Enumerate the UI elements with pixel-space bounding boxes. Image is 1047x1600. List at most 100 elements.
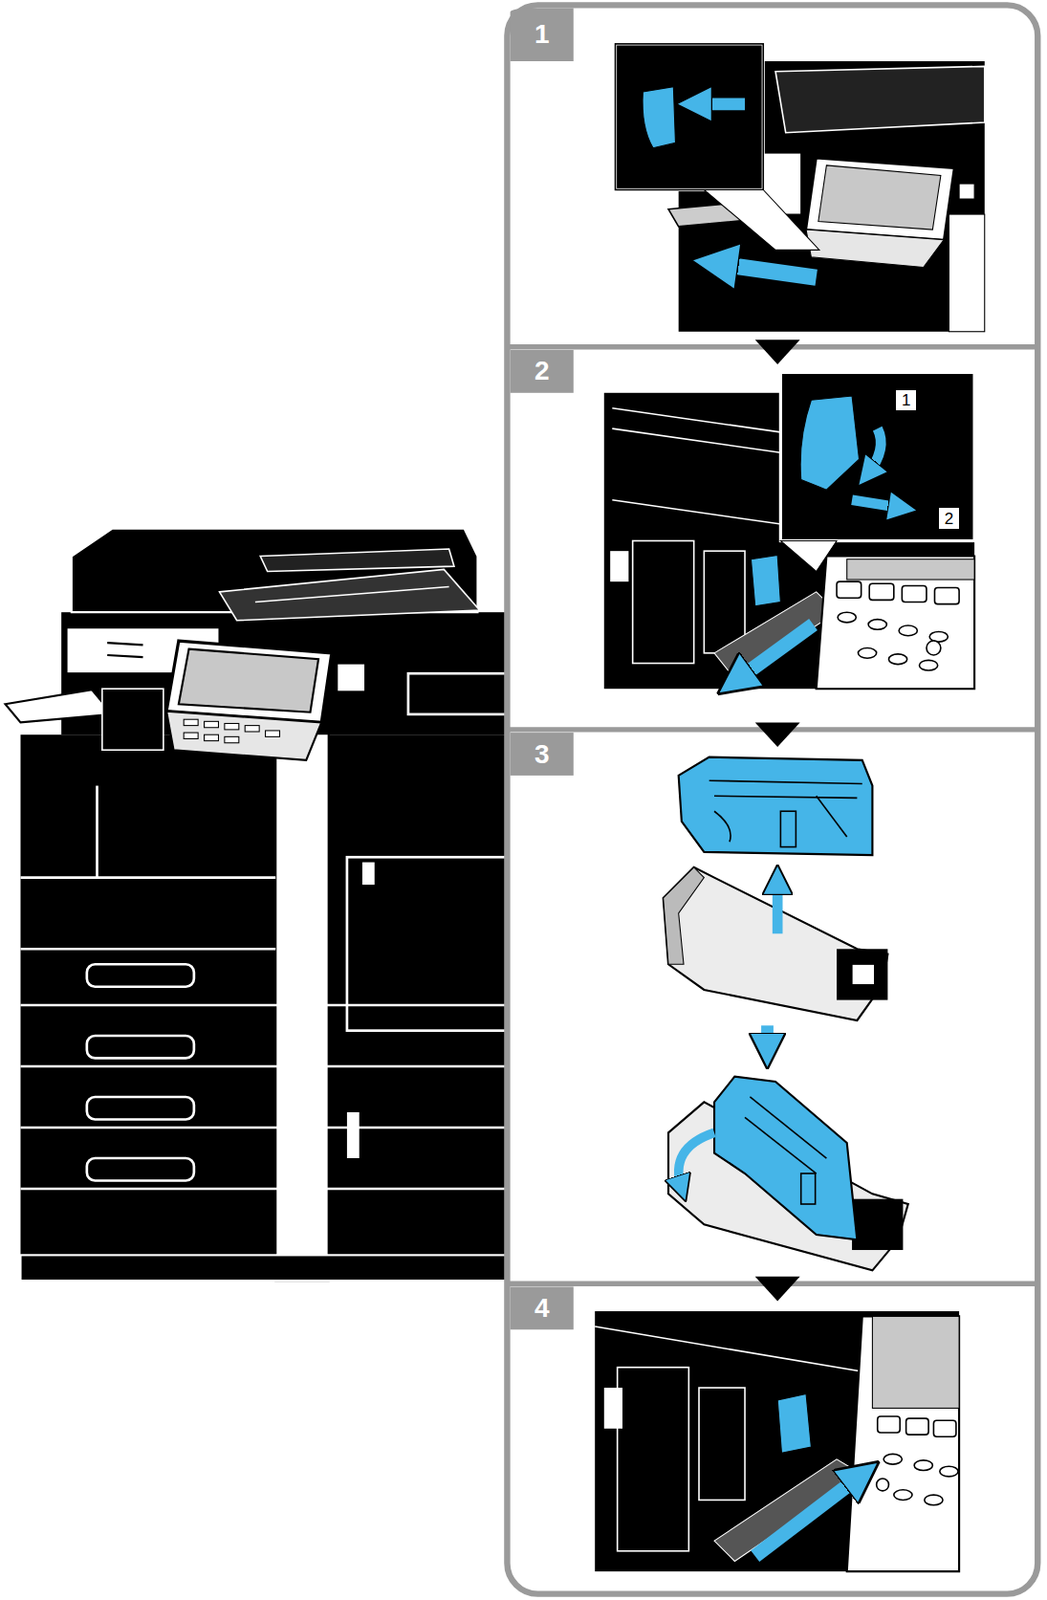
step-1-picture: [694, 97, 745, 110]
step-4-picture: [894, 1489, 913, 1501]
step-4-picture: [714, 1459, 863, 1562]
copier-machine: [4, 689, 112, 722]
step-4-picture: [906, 1417, 929, 1435]
step-4-picture: [698, 1387, 745, 1500]
step-frame: [510, 349, 574, 393]
copier-machine: [87, 1157, 195, 1180]
step-number: 2: [510, 349, 574, 393]
copier-machine: [20, 1254, 508, 1281]
step-2-picture: [780, 540, 837, 571]
step-2-picture: [888, 654, 907, 665]
step-3-picture: [678, 757, 873, 855]
step-3-picture: [744, 1116, 817, 1174]
step-2-picture: [800, 395, 859, 490]
copier-machine: [107, 642, 143, 645]
step-number: 1: [510, 8, 574, 62]
step-3-picture: [801, 1173, 816, 1204]
step-3-picture: [714, 810, 731, 842]
copier-machine: [275, 714, 328, 1281]
step-1-picture: [948, 214, 984, 332]
step-2-picture: [847, 559, 975, 580]
step-2-picture: [816, 555, 975, 689]
step-3-picture: [678, 1132, 715, 1189]
step-4-picture: [617, 1367, 690, 1551]
step-4-picture: [847, 1315, 960, 1571]
step-3-picture: [663, 867, 705, 964]
copier-machine: [102, 688, 164, 750]
step-2-picture: [836, 581, 862, 598]
step-4-picture: [594, 1326, 868, 1551]
step-1-picture: [642, 87, 676, 149]
step-3-picture: [714, 795, 857, 798]
step-2-picture: [604, 371, 975, 689]
copier-machine: [183, 719, 198, 725]
copier-machine: [20, 734, 508, 1281]
step-4-picture: [877, 1416, 900, 1433]
copier-machine: [20, 1126, 508, 1130]
copier-machine: [362, 862, 375, 885]
step-4-picture: [604, 1387, 623, 1429]
step-3-picture: [836, 948, 888, 1000]
step-frame: [755, 339, 801, 365]
step-3-picture: [744, 1096, 827, 1204]
copier-machine: [87, 963, 195, 986]
copier-machine: [260, 548, 455, 571]
step-2-picture: [869, 583, 895, 600]
copier-machine: [20, 1065, 508, 1069]
step-3-picture: [714, 1076, 857, 1241]
step-2-picture: [857, 648, 876, 659]
copier-machine: [95, 785, 99, 878]
step-4-picture: [876, 1416, 959, 1506]
step-2-picture: [836, 581, 960, 671]
step-4-picture: [872, 1315, 960, 1408]
step-3-picture: [761, 1025, 774, 1051]
copier-machine: [255, 587, 450, 603]
copier-machine: [20, 947, 276, 951]
step-2-picture: [750, 554, 781, 606]
step-frame: [510, 732, 574, 776]
step-2-picture: [632, 540, 695, 663]
step-4-picture: [594, 1310, 960, 1571]
step-frame: [506, 4, 1038, 1593]
step-2-picture: [901, 585, 927, 602]
step-3-picture: [816, 795, 848, 837]
step-1-picture: [818, 165, 941, 230]
copier-machine: [265, 730, 281, 737]
step-3-picture: [663, 867, 889, 1021]
step-1-picture: [615, 43, 764, 191]
copier-machine: [244, 725, 260, 732]
step-1-picture: [615, 43, 764, 191]
step-2-picture: [868, 619, 887, 631]
step-frame: [755, 1276, 801, 1302]
step-4-picture: [924, 1494, 943, 1506]
step-2-picture: [703, 550, 745, 654]
step-frame: [510, 1286, 574, 1330]
step-4-picture: [594, 1326, 868, 1373]
copier-machine: [204, 720, 219, 727]
step-3-picture: [780, 810, 796, 847]
copier-machine: [4, 528, 508, 1281]
step-frame: [506, 4, 1038, 1593]
step-2-picture: [610, 550, 629, 582]
step-4-picture: [939, 1465, 959, 1477]
step-3-picture: [851, 963, 874, 984]
copier-machine: [107, 654, 143, 657]
step-2-picture: [918, 659, 938, 671]
copier-machine: [20, 1187, 508, 1191]
copier-machine: [224, 722, 240, 729]
step-3-picture: [749, 1096, 827, 1158]
step-2-picture: [867, 428, 881, 475]
step-1-picture: [714, 262, 817, 278]
copier-machine: [87, 1096, 195, 1119]
step-3-picture: [851, 1199, 903, 1250]
step-1-picture: [775, 65, 985, 132]
step-number: 4: [510, 1286, 574, 1331]
step-2-picture: [780, 371, 975, 541]
copier-machine: [347, 856, 509, 1030]
step-4-picture: [933, 1419, 956, 1437]
copier-machine: [20, 1003, 508, 1007]
copier-machine: [166, 640, 332, 722]
copier-machine: [408, 673, 509, 715]
step-1-picture: [959, 183, 975, 199]
copier-machine: [204, 734, 219, 741]
